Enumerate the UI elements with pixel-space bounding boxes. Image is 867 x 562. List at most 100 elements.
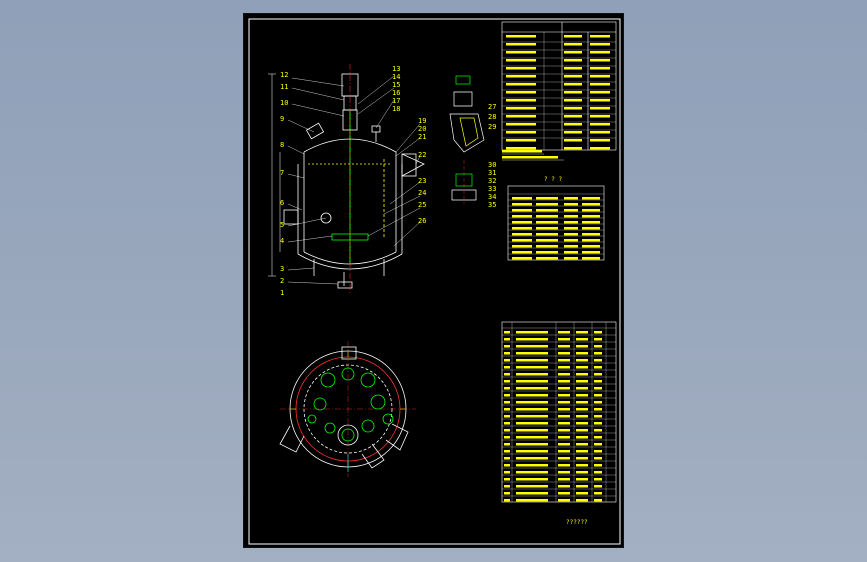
plan-nozzles: [307, 367, 394, 434]
balloon-20: 20: [418, 125, 427, 133]
table-text-mark: [594, 450, 602, 453]
table-text-mark: [504, 394, 510, 397]
table-text-mark: [512, 197, 532, 200]
table-text-mark: [590, 43, 610, 46]
tech-table-frame: [501, 21, 617, 151]
table-text-mark: [516, 338, 548, 341]
table-text-mark: [506, 75, 536, 78]
table-text-mark: [576, 457, 588, 460]
table-text-mark: [558, 464, 570, 467]
balloon-19: 19: [418, 117, 427, 125]
table-text-mark: [576, 422, 588, 425]
table-text-mark: [512, 215, 532, 218]
balloon-29: 29: [488, 123, 497, 131]
balloon-35: 35: [488, 201, 497, 209]
table-text-mark: [558, 471, 570, 474]
table-text-mark: [576, 373, 588, 376]
tech-table-rows: [502, 41, 616, 139]
table-text-mark: [558, 478, 570, 481]
table-text-mark: [516, 401, 548, 404]
table-text-mark: [536, 245, 558, 248]
balloon-26: 26: [418, 217, 427, 225]
table-text-mark: [594, 352, 602, 355]
table-text-mark: [558, 380, 570, 383]
balloon-34: 34: [488, 193, 497, 201]
table-text-mark: [582, 197, 600, 200]
small-table-title: ? ? ?: [544, 176, 563, 183]
table-text-mark: [512, 209, 532, 212]
table-text-mark: [590, 107, 610, 110]
table-text-mark: [576, 408, 588, 411]
table-text-mark: [564, 227, 578, 230]
table-text-mark: [516, 499, 548, 502]
table-text-mark: [536, 239, 558, 242]
table-text-mark: [594, 429, 602, 432]
table-text-mark: [564, 221, 578, 224]
table-text-mark: [590, 51, 610, 54]
table-text-mark: [564, 257, 578, 260]
table-text-mark: [576, 415, 588, 418]
table-text-mark: [590, 147, 610, 150]
table-text-mark: [504, 366, 510, 369]
table-text-mark: [564, 115, 582, 118]
table-text-mark: [504, 429, 510, 432]
table-text-mark: [506, 35, 536, 38]
table-text-mark: [504, 373, 510, 376]
table-text-mark: [590, 139, 610, 142]
detail-b-inner: [459, 117, 479, 147]
parts-list-rows: [502, 327, 616, 497]
table-text-mark: [590, 35, 610, 38]
table-text-mark: [506, 83, 536, 86]
table-text-mark: [564, 203, 578, 206]
table-text-mark: [576, 380, 588, 383]
table-text-mark: [516, 366, 548, 369]
table-text-mark: [576, 492, 588, 495]
table-text-mark: [504, 415, 510, 418]
table-text-mark: [504, 464, 510, 467]
balloon-2: 2: [280, 277, 285, 285]
table-text-mark: [594, 359, 602, 362]
table-text-mark: [594, 485, 602, 488]
plan-lug-top: [341, 346, 357, 360]
table-text-mark: [504, 471, 510, 474]
table-text-mark: [504, 450, 510, 453]
table-text-mark: [564, 215, 578, 218]
table-text-mark: [502, 150, 542, 153]
table-text-mark: [576, 394, 588, 397]
table-text-mark: [558, 450, 570, 453]
support-ear: [401, 153, 425, 177]
table-text-mark: [564, 99, 582, 102]
table-text-mark: [504, 478, 510, 481]
table-text-mark: [582, 215, 600, 218]
table-text-mark: [576, 499, 588, 502]
balloon-14: 14: [392, 73, 401, 81]
lug-left: [283, 209, 299, 225]
table-text-mark: [504, 345, 510, 348]
table-text-mark: [576, 464, 588, 467]
table-text-mark: [582, 233, 600, 236]
table-text-mark: [502, 156, 558, 159]
table-text-mark: [564, 35, 582, 38]
plan-lug-right: [385, 423, 409, 451]
balloon-23: 23: [418, 177, 427, 185]
table-text-mark: [564, 75, 582, 78]
table-text-mark: [590, 99, 610, 102]
table-text-mark: [582, 257, 600, 260]
small-table-rows: [508, 193, 604, 255]
table-text-mark: [576, 338, 588, 341]
table-text-mark: [506, 107, 536, 110]
table-text-mark: [506, 59, 536, 62]
notes-lines: [502, 153, 564, 161]
table-text-mark: [516, 331, 548, 334]
table-text-mark: [516, 492, 548, 495]
table-text-mark: [590, 59, 610, 62]
table-text-mark: [516, 387, 548, 390]
parts-list-table: [501, 321, 617, 503]
balloon-3: 3: [280, 265, 285, 273]
table-text-mark: [582, 203, 600, 206]
table-text-mark: [506, 123, 536, 126]
table-text-mark: [504, 422, 510, 425]
table-text-mark: [516, 443, 548, 446]
table-text-mark: [504, 492, 510, 495]
jacket-bottom: [297, 253, 403, 270]
